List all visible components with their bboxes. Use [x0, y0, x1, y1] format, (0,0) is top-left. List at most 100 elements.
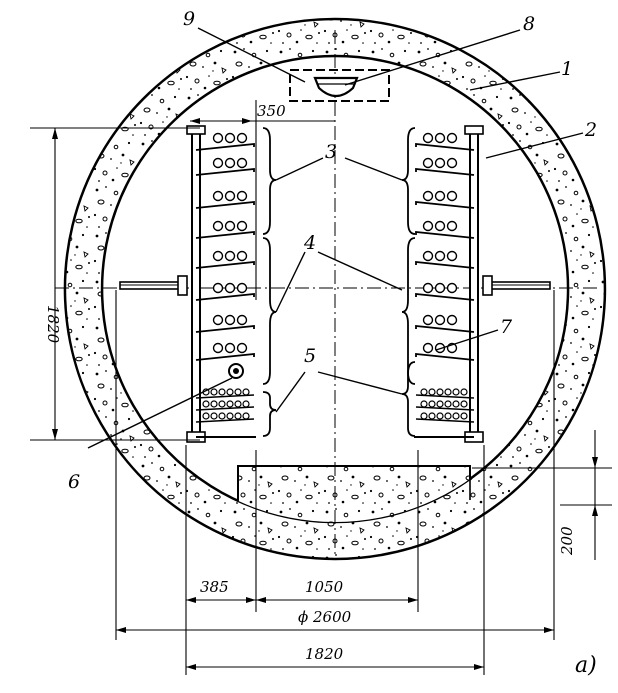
small-cable — [210, 412, 218, 420]
small-cable — [420, 400, 428, 408]
label-9: 9 — [183, 8, 195, 30]
small-cable — [452, 412, 460, 420]
small-cable — [218, 412, 226, 420]
left-brace-group — [262, 127, 277, 437]
insulator-core — [233, 368, 239, 374]
small-cable-shelf — [195, 418, 255, 423]
cable-shelf — [195, 231, 255, 239]
cable-shelf — [195, 143, 255, 151]
cable — [212, 132, 224, 144]
small-cable-shelf — [415, 418, 475, 423]
cable — [212, 282, 224, 294]
cable-shelf — [415, 231, 475, 239]
right-wall-anchor — [482, 275, 551, 296]
cable — [236, 342, 248, 354]
cable — [446, 132, 458, 144]
cable — [422, 250, 434, 262]
cable — [434, 157, 446, 169]
cable — [434, 190, 446, 202]
dimension-200: 200 — [558, 526, 576, 556]
label-4: 4 — [303, 232, 316, 254]
label-1: 1 — [561, 58, 573, 80]
small-cable-shelf — [195, 406, 255, 411]
small-cable — [452, 388, 460, 396]
dimension-350: 350 — [257, 102, 286, 120]
cable-shelf — [195, 261, 255, 269]
cable — [224, 314, 236, 326]
cable — [434, 282, 446, 294]
small-cable — [242, 388, 250, 396]
cable — [446, 250, 458, 262]
small-cable — [460, 388, 468, 396]
dimension-diameter-2600: ϕ 2600 — [298, 608, 352, 626]
cable — [434, 220, 446, 232]
cable — [224, 282, 236, 294]
small-cable — [428, 388, 436, 396]
cable — [236, 132, 248, 144]
label-5: 5 — [304, 345, 316, 367]
cable-shelf — [415, 168, 475, 176]
right-cable-rack — [414, 125, 484, 443]
label-2: 2 — [584, 119, 597, 141]
leader-lines — [87, 27, 584, 449]
small-cable — [436, 388, 444, 396]
dimension-385: 385 — [200, 578, 229, 596]
small-cable — [428, 400, 436, 408]
cable — [422, 342, 434, 354]
dimension-1820-vertical: 1820 — [44, 305, 62, 344]
cable — [422, 220, 434, 232]
small-cable — [460, 412, 468, 420]
small-cable — [218, 388, 226, 396]
dimension-lines — [30, 100, 612, 675]
cable — [434, 250, 446, 262]
rack-top-bracket — [464, 125, 484, 135]
small-cable — [242, 400, 250, 408]
small-cable — [420, 412, 428, 420]
small-cable — [428, 412, 436, 420]
cable — [236, 314, 248, 326]
cable — [224, 190, 236, 202]
cable — [434, 132, 446, 144]
cable-shelf — [415, 325, 475, 333]
cable — [212, 342, 224, 354]
small-cable-shelf — [415, 406, 475, 411]
cable — [422, 132, 434, 144]
small-cable — [420, 388, 428, 396]
cable-shelf — [195, 201, 255, 209]
dimension-1050: 1050 — [305, 578, 344, 596]
small-cable — [210, 388, 218, 396]
rack-top-bracket — [186, 125, 206, 135]
small-cable — [226, 388, 234, 396]
cable — [422, 157, 434, 169]
small-cable — [202, 400, 210, 408]
cable — [224, 250, 236, 262]
small-cable — [444, 400, 452, 408]
small-cable — [452, 400, 460, 408]
small-cable-shelf — [415, 394, 475, 399]
small-cable — [234, 412, 242, 420]
label-6: 6 — [68, 471, 80, 493]
label-7: 7 — [500, 316, 513, 338]
left-wall-anchor — [119, 275, 188, 296]
small-cable — [234, 400, 242, 408]
dimension-1820-horizontal: 1820 — [305, 645, 344, 663]
cable — [224, 132, 236, 144]
lamp-fixture — [313, 76, 359, 98]
small-cable — [218, 400, 226, 408]
small-cable — [242, 412, 250, 420]
cable — [212, 250, 224, 262]
small-cable — [436, 400, 444, 408]
label-3: 3 — [325, 141, 337, 163]
rack-post — [469, 129, 479, 441]
cable — [236, 250, 248, 262]
cable — [434, 314, 446, 326]
right-brace-group — [401, 127, 416, 437]
cable — [224, 157, 236, 169]
cable — [212, 220, 224, 232]
cable-shelf — [415, 261, 475, 269]
cable — [422, 190, 434, 202]
cable — [212, 314, 224, 326]
small-cable — [202, 412, 210, 420]
cable — [422, 282, 434, 294]
dimension-arrowheads — [52, 118, 598, 670]
